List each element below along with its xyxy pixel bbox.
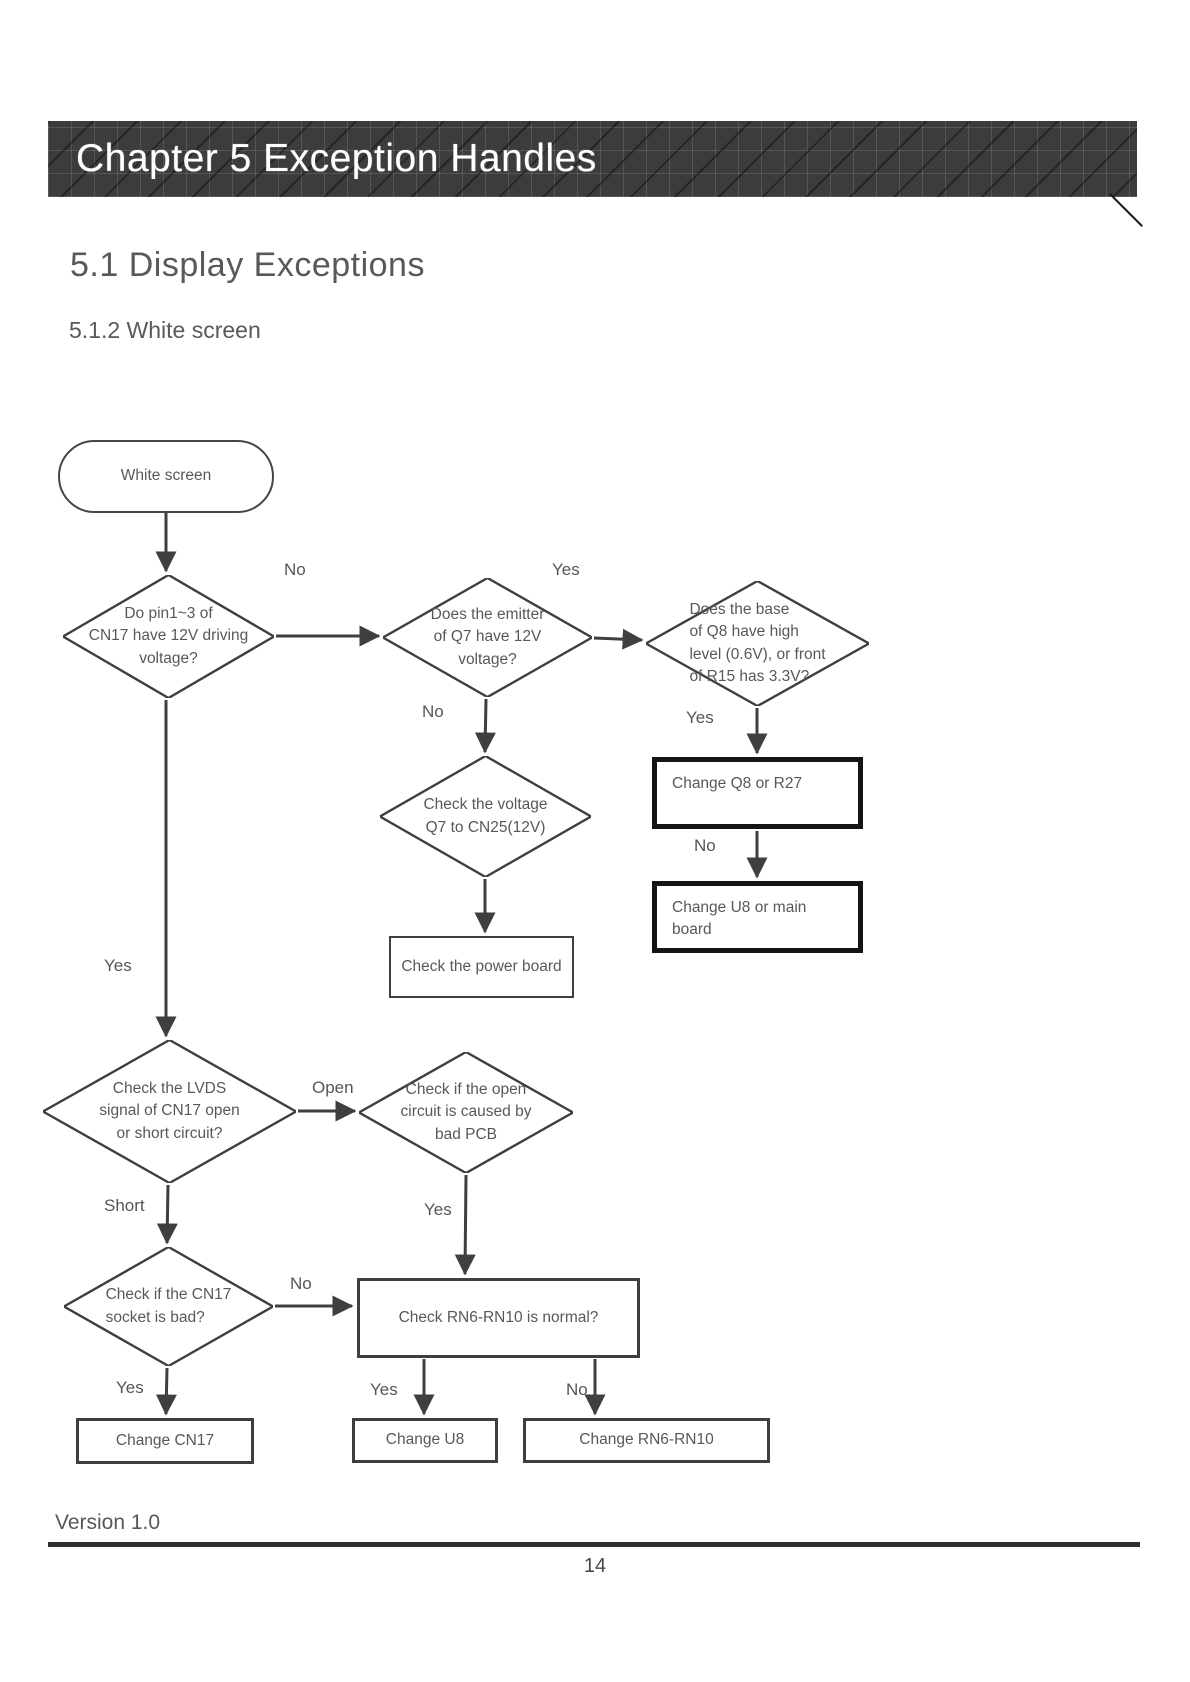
edge-label-d2-no: No — [422, 702, 444, 721]
edge-label-d2-yes: Yes — [552, 560, 580, 579]
edge-label-d5-short: Short — [104, 1196, 145, 1215]
edge-label-d5-open: Open — [312, 1078, 354, 1097]
edge-label-d1-no: No — [284, 560, 306, 579]
process-check-rn6-rn10-label: Check RN6-RN10 is normal? — [398, 1308, 599, 1326]
process-change-q8-or-r27: Change Q8 or R27 — [652, 757, 863, 829]
subsection-heading: 5.1.2 White screen — [69, 317, 261, 343]
decision-q8-base-level: Does the base of Q8 have high level (0.6… — [646, 581, 869, 706]
edge-label-rn6-no: No — [566, 1380, 588, 1399]
decision-cn17-socket-bad-label: Check if the CN17 socket is bad? — [105, 1286, 232, 1326]
edge-label-d7-no: No — [290, 1274, 312, 1293]
decision-voltage-q7-cn25-label: Check the voltage Q7 to CN25(12V) — [423, 796, 548, 836]
process-check-power-board: Check the power board — [389, 936, 574, 998]
terminal-white-screen-label: White screen — [120, 467, 212, 485]
process-change-u8: Change U8 — [352, 1418, 498, 1463]
diamond-shape — [383, 578, 592, 697]
decision-q7-emitter-voltage-label: Does the emitter of Q7 have 12V voltage? — [430, 605, 545, 668]
process-change-cn17-label: Change CN17 — [115, 1431, 215, 1449]
edge-label-d7-yes: Yes — [116, 1378, 144, 1397]
decision-voltage-q7-cn25: Check the voltage Q7 to CN25(12V) — [380, 756, 591, 877]
edge-label-d6-yes: Yes — [424, 1200, 452, 1219]
process-change-u8-or-main-board-label: Change U8 or main board — [672, 899, 807, 939]
decision-cn17-socket-bad: Check if the CN17 socket is bad? — [64, 1247, 273, 1366]
process-check-rn6-rn10: Check RN6-RN10 is normal? — [357, 1278, 640, 1358]
chapter-title: Chapter 5 Exception Handles — [76, 137, 597, 180]
decision-lvds-open-short-label: Check the LVDS signal of CN17 open or sh… — [99, 1079, 240, 1142]
edge-label-d3-yes: Yes — [686, 708, 714, 727]
decision-q8-base-level-label: Does the base of Q8 have high level (0.6… — [689, 600, 826, 685]
process-change-rn6-rn10-label: Change RN6-RN10 — [579, 1431, 714, 1449]
process-change-u8-label: Change U8 — [385, 1431, 465, 1449]
edge-label-d1-yes: Yes — [104, 956, 132, 975]
decision-q7-emitter-voltage: Does the emitter of Q7 have 12V voltage? — [383, 578, 592, 697]
decision-cn17-driving-voltage-label: Do pin1~3 of CN17 have 12V driving volta… — [88, 604, 249, 667]
section-heading: 5.1 Display Exceptions — [70, 246, 425, 284]
diamond-shape — [64, 1247, 273, 1366]
decision-open-circuit-bad-pcb: Check if the open circuit is caused by b… — [359, 1052, 573, 1173]
terminal-white-screen: White screen — [58, 440, 274, 513]
diamond-shape — [63, 575, 274, 698]
page-number: 14 — [583, 1555, 607, 1577]
process-change-q8-or-r27-label: Change Q8 or R27 — [672, 775, 803, 792]
process-check-power-board-label: Check the power board — [401, 957, 562, 975]
edge-label-q8-no: No — [694, 836, 716, 855]
process-change-u8-or-main-board: Change U8 or main board — [652, 881, 863, 953]
decision-lvds-open-short: Check the LVDS signal of CN17 open or sh… — [43, 1040, 296, 1183]
footer-rule — [48, 1542, 1140, 1547]
diamond-shape — [359, 1052, 573, 1173]
diamond-shape — [43, 1040, 296, 1183]
diamond-shape — [380, 756, 591, 877]
process-change-rn6-rn10: Change RN6-RN10 — [523, 1418, 770, 1463]
footer-version: Version 1.0 — [55, 1511, 161, 1534]
decision-cn17-driving-voltage: Do pin1~3 of CN17 have 12V driving volta… — [63, 575, 274, 698]
decision-open-circuit-bad-pcb-label: Check if the open circuit is caused by b… — [400, 1080, 532, 1143]
process-change-cn17: Change CN17 — [76, 1418, 254, 1464]
chapter-header-band: Chapter 5 Exception Handles — [48, 121, 1143, 227]
edge-label-rn6-yes: Yes — [370, 1380, 398, 1399]
diamond-shape — [646, 581, 869, 706]
